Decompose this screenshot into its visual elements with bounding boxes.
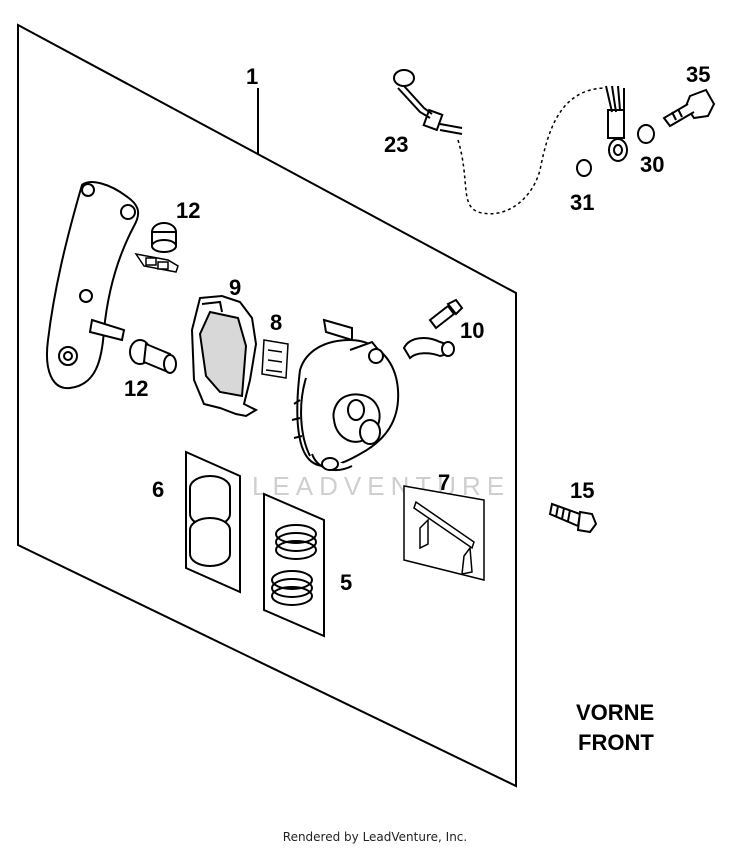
pad-spring <box>261 339 289 379</box>
callout-35: 35 <box>686 62 710 87</box>
direction-line-2: FRONT <box>578 730 654 755</box>
seals-kit <box>263 492 325 638</box>
pin-kit <box>403 485 485 581</box>
brake-pads <box>190 294 259 418</box>
callout-6: 6 <box>152 477 164 502</box>
callout-31: 31 <box>570 190 594 215</box>
bolt-15 <box>548 502 598 534</box>
callout-7: 7 <box>438 470 450 495</box>
washer-31 <box>576 159 592 177</box>
guide-pin-lower <box>129 339 177 374</box>
caliper-body <box>291 318 400 471</box>
callout-10: 10 <box>460 318 484 343</box>
direction-line-1: VORNE <box>576 700 655 725</box>
callout-1: 1 <box>246 64 258 89</box>
brake-line <box>393 69 628 215</box>
pad-clip <box>134 252 179 273</box>
callout-5: 5 <box>340 570 352 595</box>
callout-12-upper: 12 <box>176 198 200 223</box>
bleeder-valve <box>402 298 464 360</box>
washer-30 <box>637 124 655 144</box>
callout-9: 9 <box>229 275 241 300</box>
banjo-bolt <box>662 88 716 128</box>
callout-15: 15 <box>570 478 594 503</box>
footer-credit: Rendered by LeadVenture, Inc. <box>282 830 468 844</box>
guide-pin-upper <box>151 222 177 253</box>
kit-panel <box>17 23 517 788</box>
watermark: LEADVENTURE <box>252 471 510 501</box>
carrier-bracket <box>46 181 140 390</box>
callout-12-lower: 12 <box>124 376 148 401</box>
callout-23: 23 <box>384 132 408 157</box>
callout-30: 30 <box>640 152 664 177</box>
callout-8: 8 <box>270 310 282 335</box>
pistons-kit <box>185 450 241 594</box>
direction-label: VORNE FRONT <box>576 698 654 758</box>
